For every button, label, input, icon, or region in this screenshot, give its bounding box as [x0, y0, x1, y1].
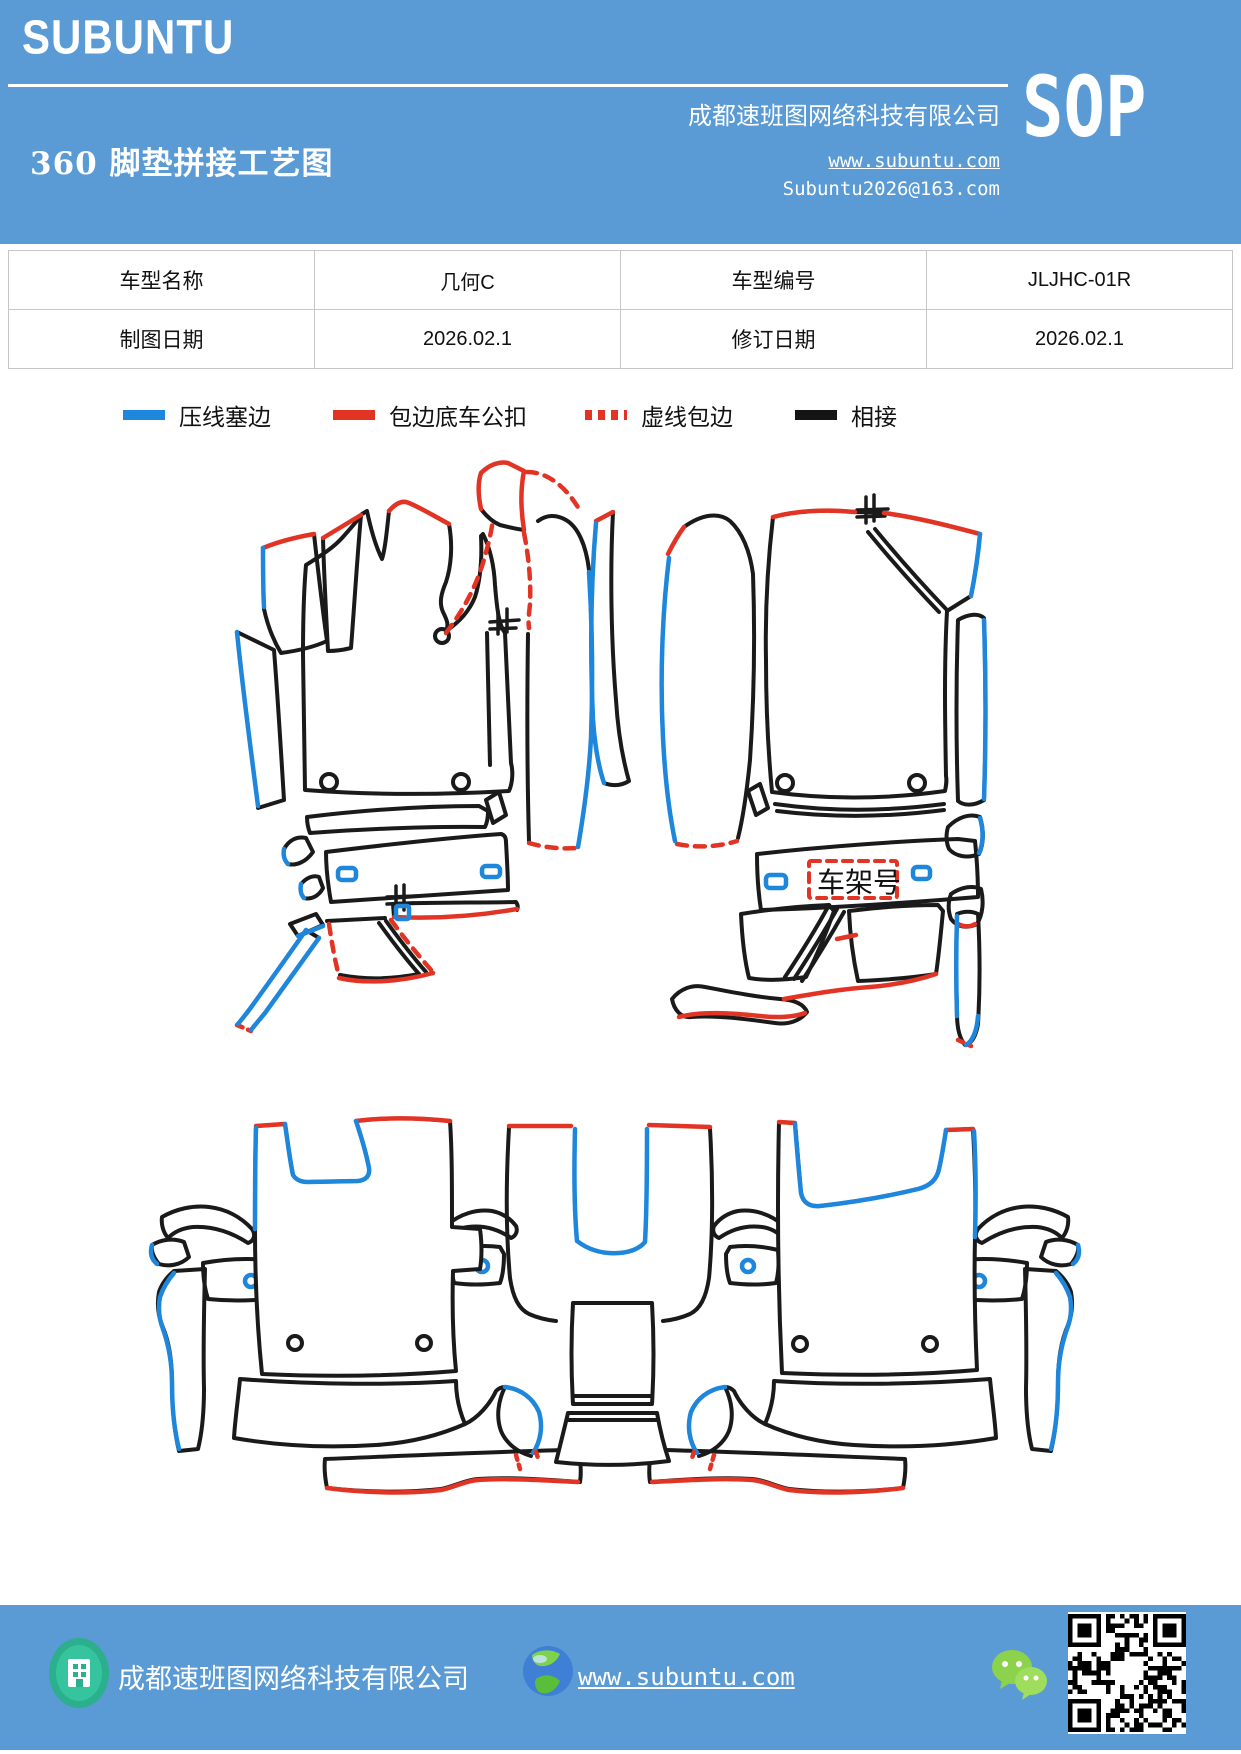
front-right-mat-drawing: 车架号 — [589, 493, 988, 1049]
legend-label: 包边底车公扣 — [389, 404, 527, 430]
black-line-swatch — [795, 410, 837, 420]
building-icon — [49, 1638, 109, 1708]
vin-dashed-box — [807, 859, 899, 900]
wechat-icon — [992, 1650, 1047, 1700]
legend-label: 相接 — [851, 404, 897, 430]
red-dashed-line-swatch — [585, 410, 627, 420]
page-header: SUBUNTU 成都速班图网络科技有限公司 360 脚垫拼接工艺图 SOP ww… — [0, 0, 1241, 244]
globe-icon — [523, 1646, 573, 1696]
junction-mark — [855, 493, 890, 525]
website-link[interactable]: www.subuntu.com — [828, 150, 1000, 172]
legend-label: 压线塞边 — [179, 404, 271, 430]
legend: 压线塞边 包边底车公扣 虚线包边 相接 — [0, 398, 1241, 438]
model-code-label: 车型编号 — [620, 250, 927, 310]
rear-mat-drawing — [151, 1116, 1079, 1492]
draw-date-value: 2026.02.1 — [314, 309, 621, 369]
legend-item-join: 相接 — [795, 398, 897, 432]
legend-item-dashed-wrap: 虚线包边 — [585, 398, 733, 432]
email-text: Subuntu2026@163.com — [782, 178, 1000, 200]
draw-date-label: 制图日期 — [8, 309, 315, 369]
footer-company: 成都速班图网络科技有限公司 — [118, 1664, 469, 1695]
red-line-swatch — [333, 410, 375, 420]
model-name-label: 车型名称 — [8, 250, 315, 310]
sop-badge: SOP — [1022, 58, 1147, 156]
company-name: 成都速班图网络科技有限公司 — [688, 102, 1000, 130]
table-row: 车型名称 几何C 车型编号 JLJHC-01R — [8, 250, 1233, 310]
page-title: 360 脚垫拼接工艺图 — [30, 146, 334, 182]
model-code-value: JLJHC-01R — [926, 250, 1233, 310]
front-left-mat-drawing — [234, 460, 595, 1034]
vehicle-info-table: 车型名称 几何C 车型编号 JLJHC-01R 制图日期 2026.02.1 修… — [8, 250, 1233, 369]
revise-date-value: 2026.02.1 — [926, 309, 1233, 369]
revise-date-label: 修订日期 — [620, 309, 927, 369]
model-name-value: 几何C — [314, 250, 621, 310]
vin-label: 车架号 — [817, 867, 901, 898]
junction-mark — [385, 607, 521, 913]
legend-item-press-edge: 压线塞边 — [123, 398, 271, 432]
page-footer: 成都速班图网络科技有限公司 www.subuntu.com — [0, 1605, 1241, 1750]
logo: SUBUNTU — [22, 10, 235, 65]
header-divider — [8, 84, 1008, 87]
qr-code — [1068, 1612, 1186, 1734]
footer-website-link[interactable]: www.subuntu.com — [578, 1663, 795, 1691]
legend-item-wrap-buckle: 包边底车公扣 — [333, 398, 527, 432]
table-row: 制图日期 2026.02.1 修订日期 2026.02.1 — [8, 309, 1233, 369]
legend-label: 虚线包边 — [641, 404, 733, 430]
blue-line-swatch — [123, 410, 165, 420]
